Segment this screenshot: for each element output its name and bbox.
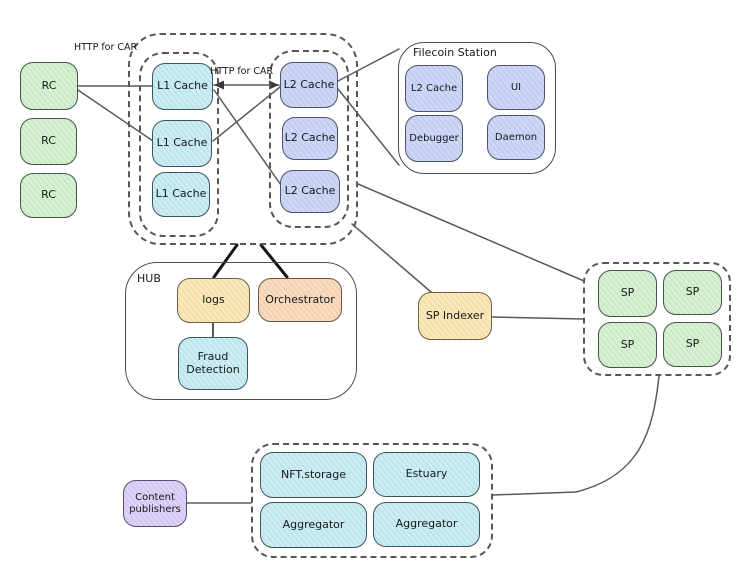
sp-node-2-label: SP xyxy=(685,285,700,299)
connector-spgroup-aggregators xyxy=(492,375,660,496)
l1-cache-node-1: L1 Cache xyxy=(152,63,213,110)
l1-cache-node-3: L1 Cache xyxy=(152,172,210,217)
station-ui-label: UI xyxy=(510,81,522,93)
nft-storage-node: NFT.storage xyxy=(260,452,367,498)
rc-node-3: RC xyxy=(20,173,77,218)
rc-node-1: RC xyxy=(20,62,78,110)
l1-cache-3-label: L1 Cache xyxy=(155,187,207,201)
connector-l2cluster-spgroup xyxy=(357,183,585,282)
arrowhead-left xyxy=(214,80,224,90)
station-l2-cache-label: L2 Cache xyxy=(410,82,458,94)
l2-cache-3-label: L2 Cache xyxy=(284,184,336,198)
aggregator-node-1: Aggregator xyxy=(260,502,367,548)
l1-cache-2-label: L1 Cache xyxy=(156,136,208,150)
fraud-detection-node: Fraud Detection xyxy=(178,337,248,390)
estuary-label: Estuary xyxy=(405,467,448,481)
sp-node-2: SP xyxy=(663,270,722,315)
orchestrator-node: Orchestrator xyxy=(258,278,342,322)
station-daemon-node: Daemon xyxy=(487,115,545,160)
l2-cache-cluster xyxy=(269,50,349,228)
nft-storage-label: NFT.storage xyxy=(280,467,347,481)
sp-node-1-label: SP xyxy=(620,286,635,300)
l2-cache-node-3: L2 Cache xyxy=(280,170,340,213)
rc-node-1-label: RC xyxy=(41,78,57,92)
orchestrator-label: Orchestrator xyxy=(265,292,335,306)
connector-cluster-orchestrator xyxy=(259,243,289,279)
connector-spindexer-spgroup xyxy=(491,316,584,320)
http-for-car-label-left: HTTP for CAR xyxy=(74,42,138,53)
l1-cache-node-2: L1 Cache xyxy=(152,120,212,167)
rc-node-3-label: RC xyxy=(41,188,56,202)
hub-container xyxy=(125,262,357,400)
l2-cache-node-1: L2 Cache xyxy=(280,62,338,108)
arrowhead-right xyxy=(269,80,279,90)
l2-cache-1-label: L2 Cache xyxy=(283,77,335,91)
l2-cache-node-2: L2 Cache xyxy=(282,117,338,160)
sp-node-4: SP xyxy=(663,322,722,367)
sp-node-3: SP xyxy=(598,322,657,368)
connector-l1mid-l2top xyxy=(212,86,281,142)
l1-cache-cluster xyxy=(139,52,219,237)
aggregator-1-label: Aggregator xyxy=(282,517,345,531)
connector-cluster-logs xyxy=(212,243,239,279)
aggregator-group-container xyxy=(251,443,493,558)
l2-cache-2-label: L2 Cache xyxy=(284,131,336,145)
sp-group-container xyxy=(583,262,731,376)
rc-node-2: RC xyxy=(20,118,77,165)
station-debugger-label: Debugger xyxy=(409,132,459,144)
station-debugger-node: Debugger xyxy=(405,115,463,162)
sp-node-1: SP xyxy=(598,270,657,317)
content-publishers-node: Content publishers xyxy=(123,480,187,527)
l1-cache-1-label: L1 Cache xyxy=(157,79,208,93)
sp-node-4-label: SP xyxy=(685,337,700,351)
fraud-detection-label: Fraud Detection xyxy=(186,349,240,376)
filecoin-station-container xyxy=(398,42,556,174)
rc-node-2-label: RC xyxy=(41,134,56,148)
content-publishers-label: Content publishers xyxy=(129,492,181,515)
station-daemon-label: Daemon xyxy=(494,131,538,143)
connector-l2cluster-spindexer xyxy=(351,223,432,293)
http-for-car-label-mid: HTTP for CAR xyxy=(210,66,274,77)
hub-title: HUB xyxy=(137,272,161,285)
estuary-node: Estuary xyxy=(373,452,480,497)
station-ui-node: UI xyxy=(487,65,545,110)
logs-label: logs xyxy=(202,293,225,307)
aggregator-2-label: Aggregator xyxy=(395,517,458,531)
aggregator-node-2: Aggregator xyxy=(373,502,480,547)
station-l2-cache-node: L2 Cache xyxy=(405,65,463,112)
filecoin-station-title: Filecoin Station xyxy=(413,46,497,59)
logs-node: logs xyxy=(177,278,250,323)
sp-node-3-label: SP xyxy=(620,337,635,351)
sp-indexer-node: SP Indexer xyxy=(418,292,492,340)
sp-indexer-label: SP Indexer xyxy=(425,308,485,322)
cache-cluster-outer xyxy=(128,33,358,245)
